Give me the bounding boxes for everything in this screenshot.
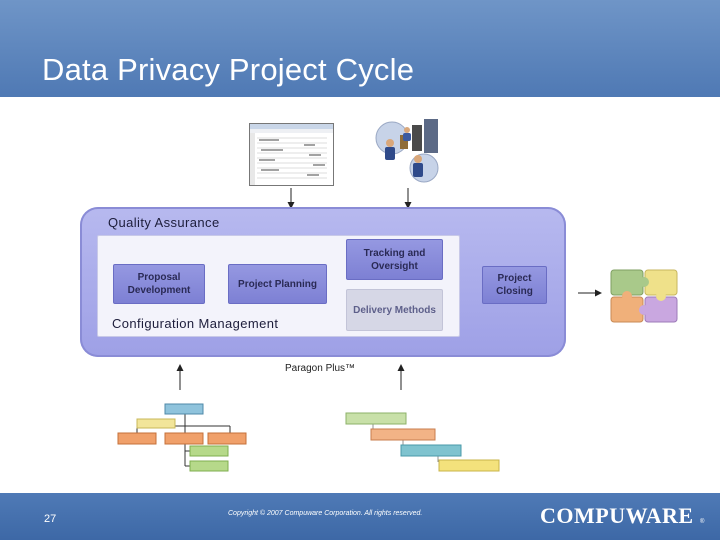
org-chart-image [117, 403, 247, 472]
gantt-cascade-image [345, 412, 500, 472]
box-project-closing: Project Closing [482, 266, 547, 304]
document-screenshot-image [249, 123, 334, 186]
puzzle-pieces-image [610, 269, 678, 323]
box-project-planning: Project Planning [228, 264, 327, 304]
slide-title: Data Privacy Project Cycle [42, 52, 415, 87]
header-bar: Data Privacy Project Cycle [0, 0, 720, 97]
quality-assurance-label: Quality Assurance [108, 215, 220, 230]
footer-bar: 27 Copyright © 2007 Compuware Corporatio… [0, 493, 720, 540]
page-number: 27 [44, 513, 57, 525]
compuware-logo: COMPUWARE [540, 503, 694, 528]
copyright-text: Copyright © 2007 Compuware Corporation. … [228, 510, 423, 517]
box-delivery-methods: Delivery Methods [346, 289, 443, 331]
registered-mark: ® [700, 519, 705, 525]
paragon-plus-caption: Paragon Plus™ [285, 363, 356, 374]
box-proposal-development: Proposal Development [113, 264, 205, 304]
team-servers-image [375, 119, 439, 183]
box-tracking-oversight: Tracking and Oversight [346, 239, 443, 280]
configuration-management-label: Configuration Management [112, 316, 279, 331]
